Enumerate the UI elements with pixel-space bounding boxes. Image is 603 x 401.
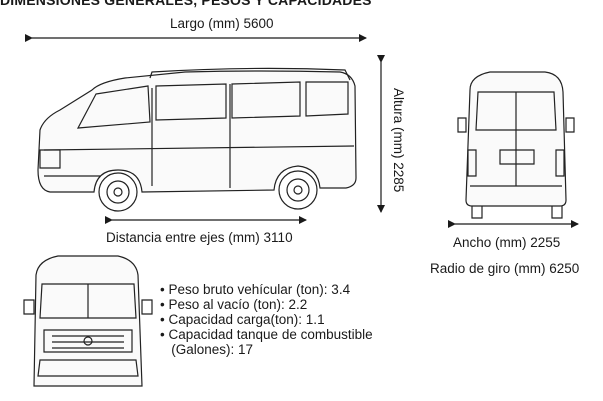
van-side-view (37, 67, 357, 212)
turning-radius-label: Radio de giro (mm) 6250 (430, 261, 580, 276)
wheelbase-label: Distancia entre ejes (mm) 3110 (106, 230, 293, 245)
width-label: Ancho (mm) 2255 (453, 235, 561, 250)
spec-load-capacity: • Capacidad carga(ton): 1.1 (160, 312, 325, 327)
van-front-view (23, 255, 153, 387)
spec-curb-weight: • Peso al vacío (ton): 2.2 (160, 297, 308, 312)
spec-list: • Peso bruto vehícular (ton): 3.4 • Peso… (160, 282, 373, 357)
spec-fuel-tank-gallons: (Galones): 17 (160, 342, 254, 357)
height-label: Altura (mm) 2285 (391, 88, 406, 193)
length-label: Largo (mm) 5600 (170, 16, 274, 31)
spec-fuel-tank: • Capacidad tanque de combustible (160, 327, 373, 342)
spec-gross-weight: • Peso bruto vehícular (ton): 3.4 (160, 282, 351, 297)
van-rear-view (457, 71, 575, 219)
page-title: DIMENSIONES GENERALES, PESOS Y CAPACIDAD… (0, 0, 372, 8)
